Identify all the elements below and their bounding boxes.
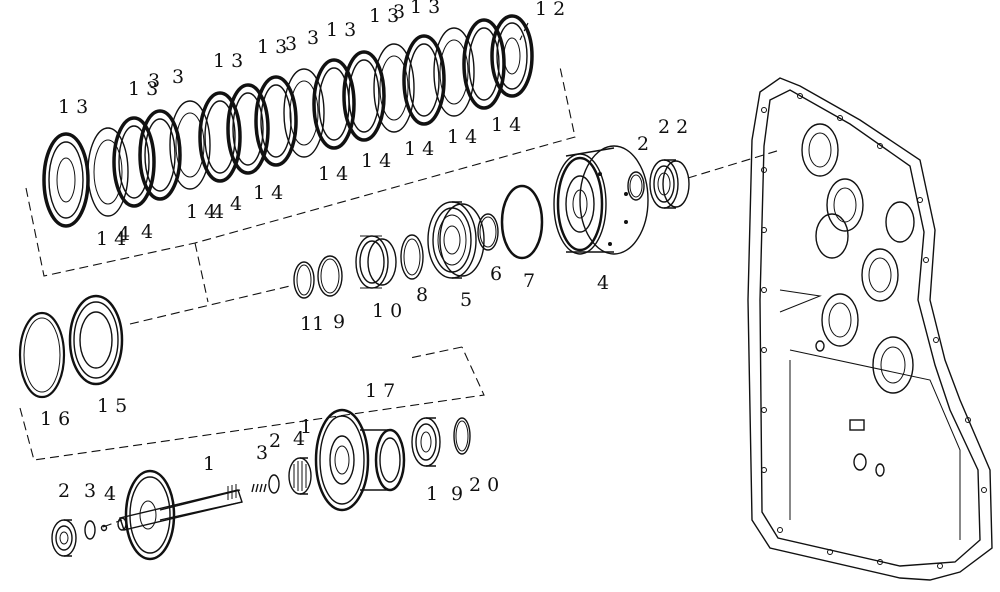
leader-to-ring11 [129,285,291,325]
seal-ring-8 [400,234,424,280]
callout-c-22: 2 2 [658,116,688,138]
leader-box-to-gear15 [409,346,463,359]
snap-ring-2-shaft [268,474,280,494]
callout-c-7: 7 [523,270,535,292]
callout-c-14c: 4 [141,221,153,243]
leader-clutch-to-shaft [194,242,209,303]
callout-c-14e: 4 [212,201,224,223]
clutch-disc-stack [42,14,534,228]
friction-disc-13 [42,132,90,228]
leader-to-housing [687,149,781,179]
transmission-housing [747,77,993,581]
callout-c-13k: 3 [393,1,405,23]
callout-c-21: 1 [300,416,312,438]
end-disc-12 [490,14,534,98]
friction-disc-13 [402,34,446,126]
friction-disc-13 [198,91,242,183]
ring-9 [317,255,343,297]
gear-15 [68,294,124,386]
snap-ring-11 [293,261,315,299]
steel-disc-14 [283,68,325,158]
callout-c-10: 1 0 [372,300,402,322]
snap-ring-16 [18,311,66,399]
snap-ring-2 [627,171,645,201]
callout-c-14b: 4 [118,223,130,245]
spring-10 [355,235,397,289]
ball-4 [100,524,108,532]
ring-3-left [84,520,96,540]
callout-c-19: 1 [426,483,438,505]
callout-c-14i: 1 4 [361,150,391,172]
bearing-2-left [51,519,77,557]
callout-c-9a: 9 [333,311,345,333]
bearing-19 [411,417,441,467]
callout-c-14k: 1 4 [447,126,477,148]
steel-disc-14 [87,127,129,217]
callout-c-13g: 3 [285,33,297,55]
snap-ring-20 [453,417,471,455]
callout-c-15: 1 5 [97,395,127,417]
callout-c-13b: 1 3 [128,78,158,100]
callout-c-13e: 1 3 [213,50,243,72]
bearing-22 [649,159,690,209]
callout-c-16: 1 6 [40,408,70,430]
callout-c-14a: 1 4 [96,228,126,250]
callout-c-20: 2 0 [469,474,499,496]
friction-disc-13 [112,116,156,208]
callout-c-2a: 2 [58,480,70,502]
callout-c-14f: 4 [230,193,242,215]
steel-disc-14 [373,43,415,133]
callout-c-4c: 4 [597,272,609,294]
callout-c-11: 11 [300,313,324,335]
piston-5 [427,201,485,279]
spring-3 [251,483,267,493]
callout-c-14d: 1 4 [186,201,216,223]
callout-c-13j: 1 3 [369,5,399,27]
callout-c-13f: 1 3 [257,36,287,58]
callout-c-3b: 3 [256,442,268,464]
callout-c-14g: 1 4 [253,182,283,204]
callout-c-13d: 3 [172,66,184,88]
callout-c-6: 6 [490,263,502,285]
o-ring-7 [500,184,544,260]
gear-assembly-box [19,346,485,461]
steel-disc-14 [169,100,211,190]
callout-c-5: 5 [460,289,472,311]
friction-disc-13 [312,58,356,150]
callout-c-9b: 9 [451,483,463,505]
callout-c-4a: 4 [104,483,116,505]
callout-c-13i: 1 3 [326,19,356,41]
callout-c-14h: 1 4 [318,163,348,185]
callout-c-17: 1 7 [365,380,395,402]
callout-c-1: 1 [203,453,215,475]
gear-17 [314,408,406,512]
callout-c-13h: 3 [307,27,319,49]
callout-c-4b: 4 [293,428,305,450]
callout-c-13l: 1 3 [410,0,440,18]
o-ring-6 [477,213,499,251]
callout-c-8: 8 [416,284,428,306]
callout-c-14j: 1 4 [404,138,434,160]
needle-bearing-4 [288,457,312,495]
steel-disc-14 [433,27,475,117]
callout-c-12: 1 2 [535,0,565,20]
callout-c-14l: 1 4 [491,114,521,136]
callout-c-3a: 3 [84,480,96,502]
output-shaft-1 [117,469,243,561]
callout-c-13a: 1 3 [58,96,88,118]
callout-c-13c: 3 [148,70,160,92]
clutch-drum-4 [553,145,649,255]
callout-c-2b: 2 [269,430,281,452]
callout-c-2c: 2 [637,133,649,155]
